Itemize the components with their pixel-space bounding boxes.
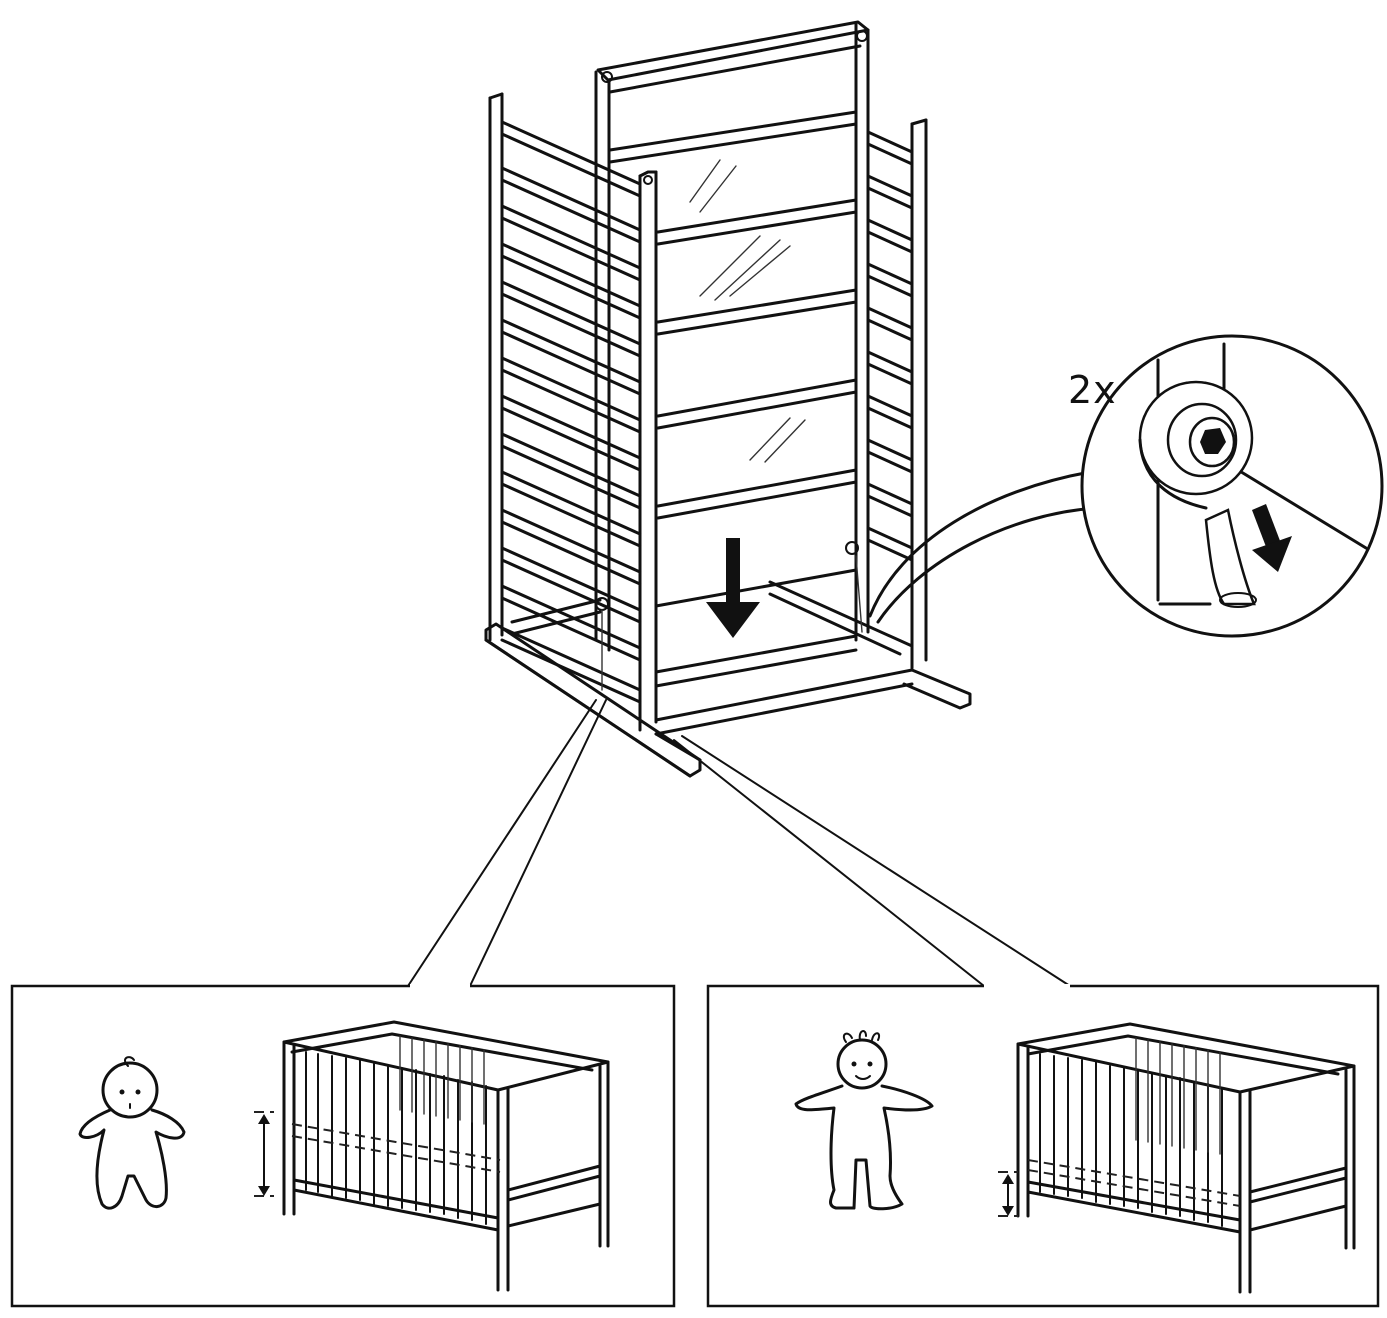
- left-side-panel: [488, 92, 642, 662]
- height-indicator-icon: [998, 1171, 1018, 1217]
- front-corner-post: [638, 170, 658, 732]
- crib-high-mattress: [282, 1020, 610, 1292]
- detail-down-arrow-icon: [1252, 504, 1292, 572]
- panel-left: [10, 984, 676, 1308]
- crib-frame-upright: [484, 20, 972, 778]
- detail-callout: [868, 334, 1384, 638]
- quantity-label: 2x: [1068, 368, 1117, 412]
- main-down-arrow-icon: [706, 538, 760, 638]
- support-feet: [484, 622, 972, 778]
- right-side-panel: [866, 118, 928, 670]
- crib-low-mattress: [1016, 1022, 1356, 1294]
- bolt-point-right: [845, 541, 859, 555]
- newborn-baby-icon: [78, 1056, 186, 1210]
- callout-lines: [407, 699, 1071, 987]
- mattress-base-frame: [500, 568, 914, 736]
- panel-right: [706, 984, 1380, 1308]
- detail-contents: [1138, 342, 1368, 608]
- back-end-panel: [594, 20, 870, 652]
- height-indicator-icon: [254, 1111, 274, 1197]
- standing-toddler-icon: [794, 1030, 934, 1211]
